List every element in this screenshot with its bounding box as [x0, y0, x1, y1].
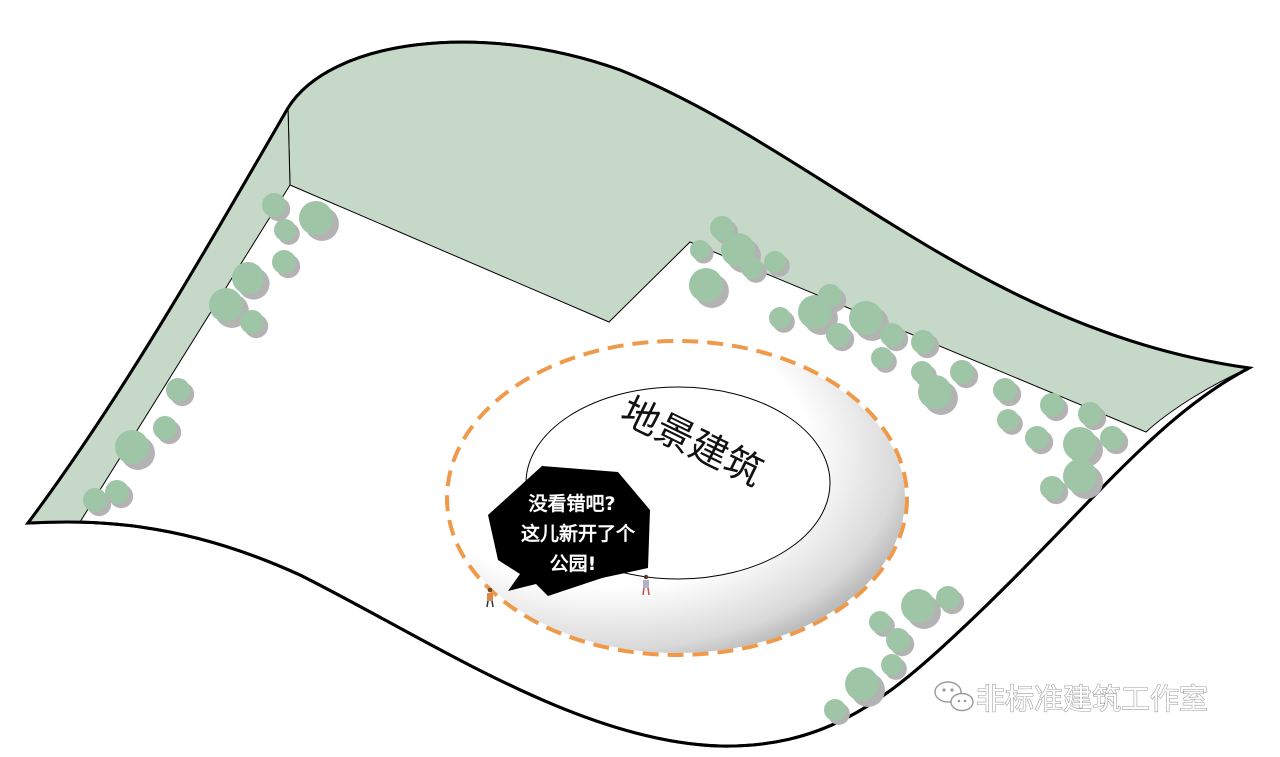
tree	[690, 240, 710, 260]
tree	[115, 430, 149, 464]
tree	[911, 330, 935, 354]
park-boundary-dashed	[445, 339, 909, 657]
trees	[83, 193, 1129, 725]
tree	[901, 589, 935, 623]
tree	[272, 250, 296, 274]
tree	[209, 288, 243, 322]
tree	[993, 378, 1017, 402]
tree	[689, 268, 723, 302]
speech-bubble-shape	[488, 466, 650, 596]
tree	[1025, 426, 1049, 450]
tree	[997, 409, 1019, 431]
tree	[105, 480, 129, 504]
watermark: 非标准建筑工作室	[934, 681, 1209, 717]
tree	[798, 295, 832, 329]
speech-bubble-line-2: 这儿新开了个	[521, 522, 636, 545]
tree	[83, 488, 107, 512]
tree	[881, 654, 903, 676]
tree	[166, 378, 190, 402]
tree	[950, 360, 974, 384]
speech-bubble-line-1: 没看错吧?	[528, 492, 615, 515]
tree	[936, 586, 960, 610]
tree	[764, 251, 786, 273]
tree	[299, 201, 333, 235]
tree	[232, 262, 264, 294]
tree	[845, 667, 879, 701]
tree	[1040, 393, 1064, 417]
tree	[710, 216, 734, 240]
tree	[741, 257, 763, 279]
site-outline	[24, 40, 1254, 748]
tree	[886, 628, 910, 652]
tree	[1100, 426, 1124, 450]
tree	[1063, 427, 1097, 461]
tree	[849, 301, 883, 335]
tree	[1078, 402, 1102, 426]
tree	[880, 323, 904, 347]
tree	[769, 307, 791, 329]
wechat-icon	[934, 681, 974, 712]
tree	[869, 611, 891, 633]
tree	[824, 699, 846, 721]
tree	[918, 375, 952, 409]
tree	[1040, 476, 1064, 500]
person-figure-right	[642, 574, 650, 596]
person-figure-left	[486, 587, 494, 608]
speech-bubble: 没看错吧? 这儿新开了个 公园!	[488, 466, 650, 596]
tree	[153, 416, 177, 440]
tree	[262, 193, 286, 217]
tree	[871, 347, 893, 369]
tree	[826, 323, 850, 347]
speech-bubble-line-3: 公园!	[550, 553, 597, 575]
tree	[274, 219, 296, 241]
tree	[1063, 459, 1097, 493]
watermark-text: 非标准建筑工作室	[976, 682, 1208, 716]
tree	[240, 310, 264, 334]
